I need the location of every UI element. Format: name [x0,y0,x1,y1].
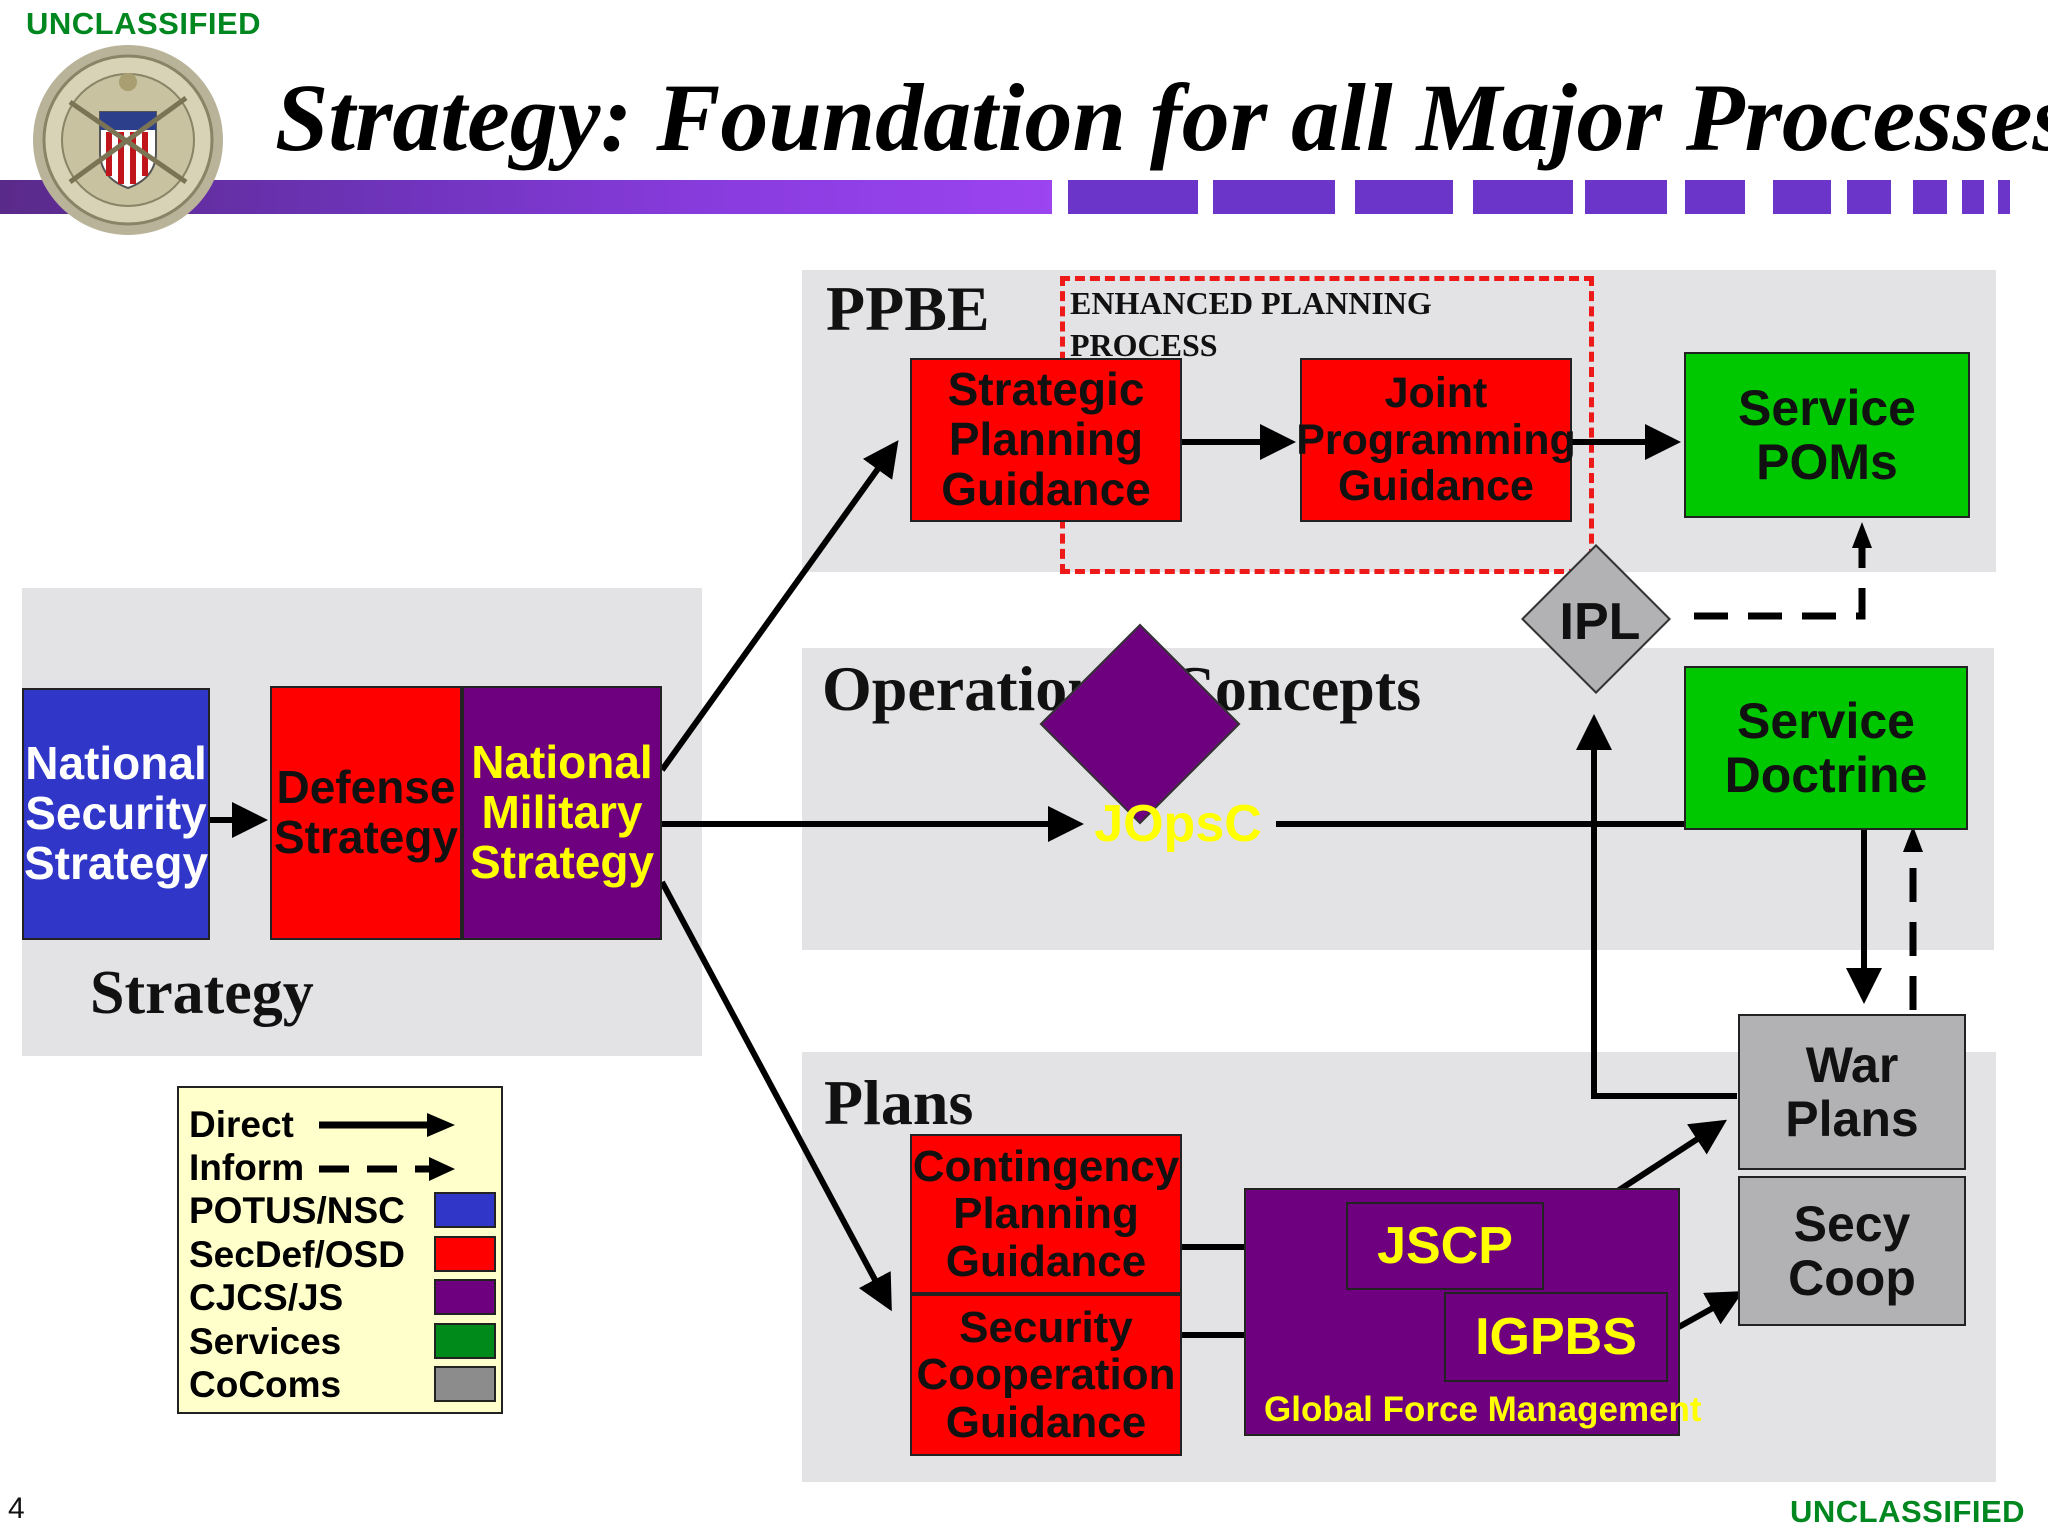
band-segment [1847,180,1891,214]
arrow-nms-to-spg [659,440,899,772]
contingency-planning-guidance-box: Contingency Planning Guidance [910,1134,1182,1294]
secy-coop-box: Secy Coop [1738,1176,1966,1326]
legend-direct-arrow [319,1113,455,1137]
band-segment [1773,180,1831,214]
legend-services-label: Services [189,1321,342,1362]
legend-cocoms-swatch [434,1366,496,1402]
legend-services-swatch [434,1323,496,1359]
arrow-warplans-to-ipl [1576,714,1737,1099]
band-segment [1685,180,1745,214]
legend-potus-nsc-swatch [434,1192,496,1228]
security-cooperation-guidance-box: Security Cooperation Guidance [910,1294,1182,1456]
jscp-box: JSCP [1346,1202,1544,1290]
band-segment [1355,180,1453,214]
joint-chiefs-seal-icon [33,45,223,235]
band-segment [1068,180,1198,214]
legend-secdef-osd-swatch [434,1236,496,1272]
page-number: 4 [8,1492,25,1525]
band-segment [1585,180,1667,214]
ipl-label: IPL [1559,593,1641,651]
inform-ipl-to-poms [1694,544,1866,620]
plans-panel-title: Plans [824,1067,974,1138]
band-segment [1962,180,1984,214]
ppbe-panel-title: PPBE [826,273,990,344]
service-poms-box: Service POMs [1684,352,1970,518]
classification-top: UNCLASSIFIED [26,6,262,41]
strategy-panel-title: Strategy [90,959,314,1027]
legend-inform-arrow [319,1157,455,1181]
war-plans-box: War Plans [1738,1014,1966,1170]
band-segment [1213,180,1335,214]
arrow-nms-to-cpg [659,880,892,1312]
enhanced-planning-process-label: ENHANCED PLANNING PROCESS [1070,285,1432,363]
jopsc-label: JOpsC [1094,795,1262,853]
classification-bottom: UNCLASSIFIED [1790,1494,2026,1529]
global-force-management-label: Global Force Management [1264,1390,1702,1429]
service-doctrine-box: Service Doctrine [1684,666,1968,830]
igpbs-box: IGPBS [1444,1292,1668,1382]
national-security-strategy-box: National Security Strategy [22,688,210,940]
legend-secdef-osd-label: SecDef/OSD [189,1234,405,1275]
legend-cjcs-js-label: CJCS/JS [189,1277,344,1318]
legend-potus-nsc-label: POTUS/NSC [189,1190,405,1231]
legend-inform-label: Inform [189,1147,305,1188]
band-segment [1913,180,1947,214]
page-title: Strategy: Foundation for all Major Proce… [275,64,2048,171]
strategic-planning-guidance-box: Strategic Planning Guidance [910,358,1182,522]
band-segment [1998,180,2010,214]
legend-cjcs-js-swatch [434,1279,496,1315]
national-military-strategy-box: National Military Strategy [462,686,662,940]
legend: Direct Inform POTUS/NSC SecDef/OSD CJCS/… [177,1086,503,1414]
legend-cocoms-label: CoComs [189,1364,342,1405]
defense-strategy-box: Defense Strategy [270,686,462,940]
legend-direct-label: Direct [189,1104,294,1145]
joint-programming-guidance-box: Joint Programming Guidance [1296,358,1576,522]
band-segment [1473,180,1573,214]
